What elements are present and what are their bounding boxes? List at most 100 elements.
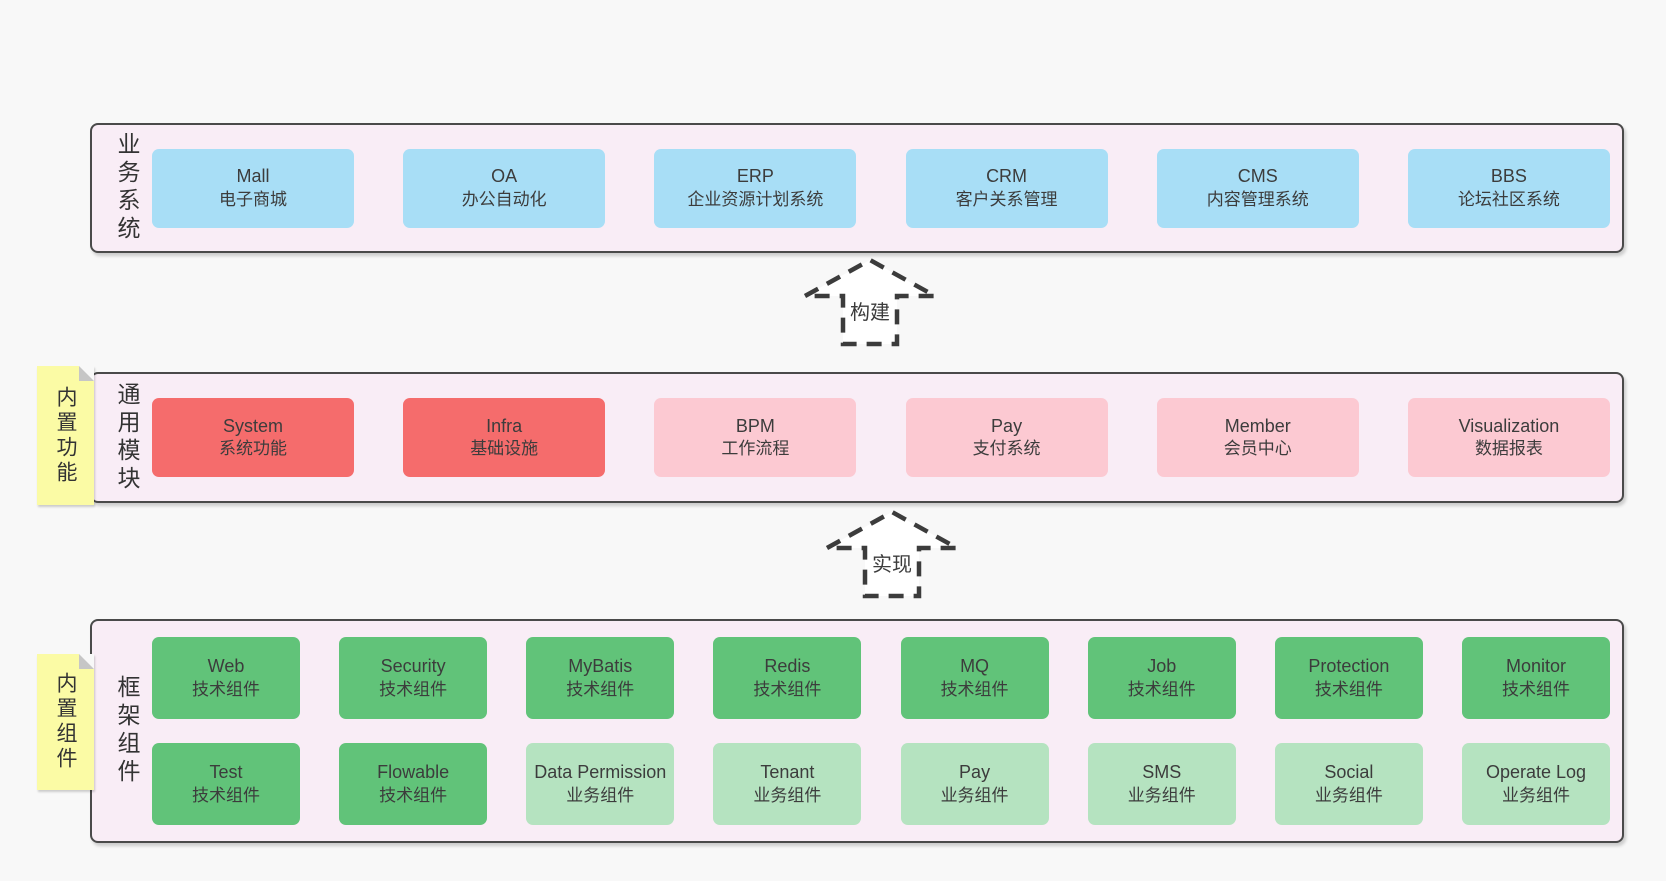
arrow-build-label: 构建 <box>850 301 890 324</box>
arrow-implement-label: 实现 <box>872 553 912 576</box>
box-title: Security <box>380 656 446 677</box>
box-pay: Pay 支付系统 <box>905 398 1108 477</box>
box-bbs: BBS 论坛社区系统 <box>1407 148 1610 228</box>
box-title: Redis <box>764 656 811 677</box>
sticky-note-text: 内置组件 <box>54 672 77 772</box>
box-erp: ERP 企业资源计划系统 <box>654 148 857 228</box>
folded-corner-icon <box>79 654 94 669</box>
box-monitor: Monitor 技术组件 <box>1461 637 1610 719</box>
box-member: Member 会员中心 <box>1156 398 1359 477</box>
band-business-systems-boxes: Mall 电子商城 OA 办公自动化 ERP 企业资源计划系统 CRM 客户关系… <box>138 125 1622 251</box>
box-web: Web 技术组件 <box>152 637 300 719</box>
band-framework-components-boxes: Web 技术组件 Security 技术组件 MyBatis 技术组件 Redi… <box>138 621 1622 841</box>
box-security: Security 技术组件 <box>339 637 488 719</box>
box-subtitle: 技术组件 <box>1501 679 1570 699</box>
box-title: MQ <box>960 656 990 677</box>
box-title: ERP <box>736 166 774 187</box>
box-subtitle: 业务组件 <box>1127 785 1196 805</box>
up-arrow-implement-icon: 实现 <box>822 509 962 599</box>
box-redis: Redis 技术组件 <box>713 637 862 719</box>
box-job: Job 技术组件 <box>1087 637 1236 719</box>
box-title: Mall <box>236 166 270 187</box>
box-title: Data Permission <box>534 762 667 783</box>
box-subtitle: 技术组件 <box>192 679 260 699</box>
box-title: Flowable <box>377 762 450 783</box>
box-subtitle: 业务组件 <box>753 785 822 805</box>
box-title: Operate Log <box>1485 762 1587 783</box>
band-common-modules-label: 通用模块 <box>114 381 140 494</box>
band-business-systems-label: 业务系统 <box>114 132 140 244</box>
box-subtitle: 支付系统 <box>972 439 1041 459</box>
box-title: Pay <box>991 415 1023 436</box>
box-crm: CRM 客户关系管理 <box>905 148 1108 228</box>
box-oa: OA 办公自动化 <box>403 148 606 228</box>
band-framework-components: 框架组件 Web 技术组件 Security 技术组件 MyBatis 技术组件… <box>90 619 1624 843</box>
box-title: Member <box>1224 415 1291 436</box>
box-title: Protection <box>1308 656 1390 677</box>
box-system: System 系统功能 <box>152 398 354 477</box>
box-subtitle: 基础设施 <box>470 439 539 459</box>
box-title: Test <box>209 762 243 783</box>
box-subtitle: 技术组件 <box>1314 679 1383 699</box>
box-subtitle: 业务组件 <box>566 785 635 805</box>
box-flowable: Flowable 技术组件 <box>339 743 488 825</box>
box-title: Tenant <box>760 762 815 783</box>
box-title: SMS <box>1142 762 1182 783</box>
box-subtitle: 业务组件 <box>1314 785 1383 805</box>
box-title: CRM <box>986 166 1028 187</box>
box-subtitle: 技术组件 <box>379 785 448 805</box>
box-subtitle: 企业资源计划系统 <box>687 189 824 209</box>
box-subtitle: 会员中心 <box>1223 439 1292 459</box>
box-title: BBS <box>1490 166 1527 187</box>
box-title: CMS <box>1237 166 1278 187</box>
up-arrow-outline <box>822 509 962 599</box>
box-sms: SMS 业务组件 <box>1087 743 1236 825</box>
box-subtitle: 技术组件 <box>379 679 448 699</box>
box-mq: MQ 技术组件 <box>900 637 1049 719</box>
box-bpm: BPM 工作流程 <box>654 398 857 477</box>
framework-row-business: Test 技术组件 Flowable 技术组件 Data Permission … <box>152 743 1610 825</box>
box-subtitle: 业务组件 <box>940 785 1009 805</box>
box-data-permission: Data Permission 业务组件 <box>526 743 675 825</box>
box-title: System <box>222 415 283 436</box>
sticky-note-text: 内置功能 <box>54 385 77 486</box>
box-title: OA <box>491 166 518 187</box>
box-subtitle: 业务组件 <box>1501 785 1570 805</box>
box-subtitle: 技术组件 <box>192 785 260 805</box>
box-visualization: Visualization 数据报表 <box>1407 398 1610 477</box>
box-subtitle: 技术组件 <box>940 679 1009 699</box>
folded-corner-icon <box>79 366 94 381</box>
box-title: Visualization <box>1458 415 1560 436</box>
box-subtitle: 系统功能 <box>219 439 287 459</box>
box-protection: Protection 技术组件 <box>1274 637 1423 719</box>
up-arrow-outline <box>800 257 940 347</box>
box-subtitle: 技术组件 <box>1127 679 1196 699</box>
framework-row-technical: Web 技术组件 Security 技术组件 MyBatis 技术组件 Redi… <box>152 637 1610 719</box>
box-title: Pay <box>959 762 991 783</box>
box-subtitle: 客户关系管理 <box>955 189 1058 209</box>
band-framework-components-label: 框架组件 <box>114 675 140 787</box>
band-business-systems: 业务系统 Mall 电子商城 OA 办公自动化 ERP 企业资源计划系统 CRM… <box>90 123 1624 253</box>
box-subtitle: 办公自动化 <box>461 189 547 209</box>
band-common-modules: 通用模块 System 系统功能 Infra 基础设施 BPM 工作流程 Pay… <box>90 372 1624 503</box>
box-title: Web <box>207 656 245 677</box>
box-pay-component: Pay 业务组件 <box>900 743 1049 825</box>
box-subtitle: 论坛社区系统 <box>1457 189 1560 209</box>
box-title: Infra <box>486 415 523 436</box>
box-subtitle: 电子商城 <box>219 189 287 209</box>
box-title: Job <box>1147 656 1177 677</box>
box-subtitle: 技术组件 <box>566 679 635 699</box>
box-title: MyBatis <box>568 656 633 677</box>
sticky-note-builtin-features: 内置功能 <box>37 366 94 505</box>
box-infra: Infra 基础设施 <box>403 398 606 477</box>
up-arrow-build-icon: 构建 <box>800 257 940 347</box>
box-subtitle: 数据报表 <box>1474 439 1543 459</box>
box-title: Monitor <box>1505 656 1566 677</box>
band-common-modules-boxes: System 系统功能 Infra 基础设施 BPM 工作流程 Pay 支付系统… <box>138 374 1622 501</box>
sticky-note-builtin-components: 内置组件 <box>37 654 94 790</box>
box-subtitle: 技术组件 <box>753 679 822 699</box>
box-tenant: Tenant 业务组件 <box>713 743 862 825</box>
box-subtitle: 工作流程 <box>721 439 790 459</box>
box-mybatis: MyBatis 技术组件 <box>526 637 675 719</box>
